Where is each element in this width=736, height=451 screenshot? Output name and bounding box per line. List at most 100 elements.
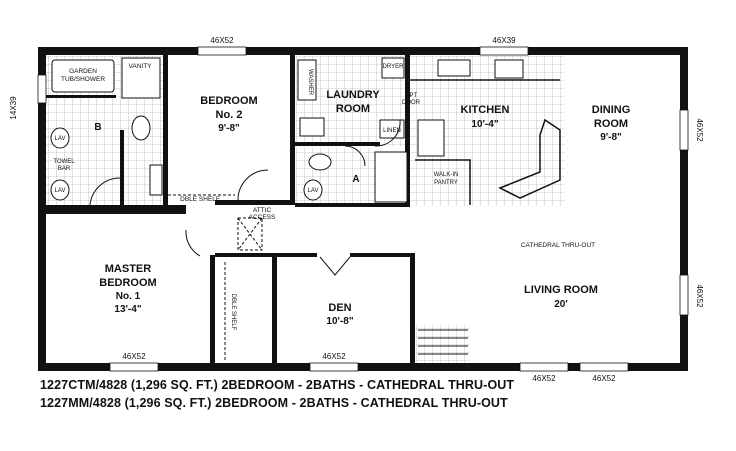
opt-door-1: OPT xyxy=(405,93,418,99)
window-bottom-r2 xyxy=(579,362,629,372)
bedroom2-no: No. 2 xyxy=(216,109,243,121)
master-no: No. 1 xyxy=(116,291,141,302)
dble-shelf-v-label: DBLE SHELF xyxy=(230,294,236,331)
fixtures xyxy=(50,57,524,203)
window-top-left xyxy=(197,46,247,56)
win-label-top-left: 46X52 xyxy=(210,36,234,45)
door-laundry xyxy=(374,119,401,147)
window-bottom-r1 xyxy=(519,362,569,372)
wall-closet-top xyxy=(215,253,275,257)
window-top-right xyxy=(479,46,529,56)
laundry-line2: ROOM xyxy=(336,103,370,115)
wall-den-top-r xyxy=(350,253,415,257)
island xyxy=(498,118,561,199)
window-right-upper xyxy=(679,109,689,151)
dining-line1: DINING xyxy=(592,104,631,116)
stove xyxy=(494,59,524,79)
interior-walls xyxy=(46,55,415,363)
attic-line1: OPT xyxy=(255,200,268,207)
linen-b xyxy=(149,164,163,196)
window-bottom-mid xyxy=(309,362,359,372)
window-left xyxy=(37,74,47,104)
opt-attic-box xyxy=(237,217,263,251)
wall-kitchen-left xyxy=(405,55,410,205)
room-labels: BEDROOM No. 2 9'-8" LAUNDRY ROOM KITCHEN… xyxy=(99,89,630,327)
windows xyxy=(37,46,689,372)
lav-b2 xyxy=(50,179,70,201)
wall-bed2-bottom xyxy=(215,200,295,205)
lav-b1 xyxy=(50,127,70,149)
wall-right xyxy=(680,47,688,371)
bedroom2-size: 9'-8" xyxy=(218,123,240,134)
window-labels: 46X52 46X39 14X39 46X52 46X52 46X52 46X5… xyxy=(9,36,704,383)
pantry-2: PANTRY xyxy=(434,180,458,186)
master-line1: MASTER xyxy=(105,263,152,275)
kitchen-size: 10'-4" xyxy=(471,119,498,130)
linen-label: LINEN xyxy=(383,128,401,134)
lav-label-b1: LAV xyxy=(55,136,66,142)
towel-bar-1: TOWEL xyxy=(53,159,75,165)
toilet-a xyxy=(308,153,332,171)
door-bath-b xyxy=(89,177,121,206)
wall-den-top xyxy=(277,253,317,257)
den-name: DEN xyxy=(328,302,351,314)
window-right-lower xyxy=(679,274,689,316)
lav-a xyxy=(303,179,323,201)
wall-bath-b-div xyxy=(120,130,124,206)
door-den xyxy=(319,256,351,276)
wall-bath-b-bottom xyxy=(46,205,186,210)
wall-left xyxy=(38,47,46,371)
wall-bedroom2-left xyxy=(163,55,168,207)
pantry-1: WALK-IN xyxy=(434,172,459,178)
wall-master-right xyxy=(210,255,215,363)
vanity-counter xyxy=(121,57,161,99)
master-size: 13'-4" xyxy=(114,304,141,315)
washer-label: WASHER xyxy=(307,69,313,96)
doors xyxy=(89,119,468,360)
cathedral-label: CATHEDRAL THRU-OUT xyxy=(521,242,595,249)
entry-stairs xyxy=(418,329,468,355)
win-label-bottom-r2: 46X52 xyxy=(592,374,616,383)
den-size: 10'-8" xyxy=(326,316,353,327)
master-line2: BEDROOM xyxy=(99,277,156,289)
wall-laundry-bottom xyxy=(295,142,380,146)
exterior-walls xyxy=(38,47,688,371)
lav-label-a: LAV xyxy=(308,188,319,194)
win-label-bottom-left: 46X52 xyxy=(122,352,146,361)
tub-label2: TUB/SHOWER xyxy=(61,76,105,83)
lav-label-b2: LAV xyxy=(55,188,66,194)
wall-den-right xyxy=(410,253,415,363)
bath-b-label: B xyxy=(94,122,101,133)
door-master xyxy=(185,229,201,257)
dryer-box xyxy=(381,57,405,79)
kitchen-sink xyxy=(437,59,471,77)
tub-a xyxy=(374,151,408,203)
towel-bar-2: BAR xyxy=(58,166,71,172)
living-size: 20' xyxy=(554,299,568,310)
opt-door-2: DOOR xyxy=(402,100,421,106)
attic-line2: ATTIC xyxy=(253,207,272,214)
garden-tub xyxy=(51,59,115,93)
wall-master-top xyxy=(46,210,186,214)
wall-den-left xyxy=(272,253,277,363)
fridge xyxy=(417,119,445,157)
door-bath-a xyxy=(344,145,366,167)
win-label-bottom-r1: 46X52 xyxy=(532,374,556,383)
wall-bedroom2-right xyxy=(290,55,295,205)
pantry-wall xyxy=(415,159,471,205)
win-label-bottom-mid: 46X52 xyxy=(322,352,346,361)
window-bottom-left xyxy=(109,362,159,372)
win-label-top-right: 46X39 xyxy=(492,36,516,45)
wall-bottom xyxy=(38,363,688,371)
dining-line2: ROOM xyxy=(594,118,628,130)
win-label-left: 14X39 xyxy=(9,96,18,120)
toilet-b xyxy=(131,115,151,141)
wall-tub-b xyxy=(46,95,116,98)
kitchen-name: KITCHEN xyxy=(461,104,510,116)
dble-shelf-label: DBLE SHELF xyxy=(180,196,220,203)
win-label-right-lower: 46X52 xyxy=(695,284,704,308)
linen-a xyxy=(379,119,405,139)
wall-bath-a-bottom xyxy=(295,203,410,207)
bath-a-label: A xyxy=(352,174,359,185)
